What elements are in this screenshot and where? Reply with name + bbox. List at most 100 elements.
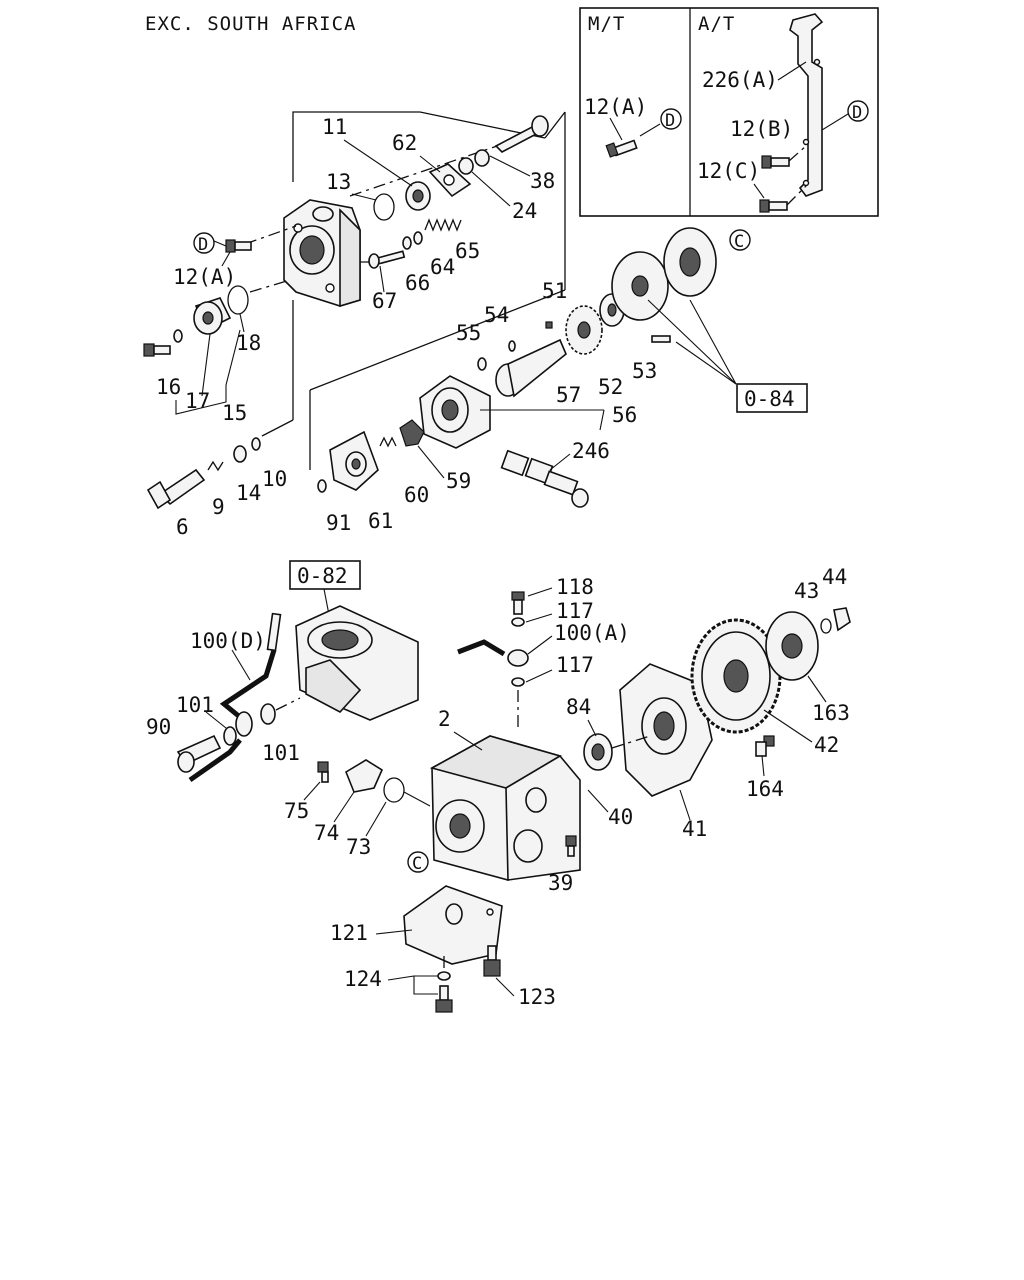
ref-d-upper-text: D: [198, 235, 208, 255]
governor-housing: [283, 199, 361, 308]
inset-frame: [579, 7, 879, 217]
label-246: 246: [572, 439, 610, 463]
ring-64: [413, 231, 423, 245]
inset-at-label: A/T: [698, 13, 735, 35]
spring-60: [379, 436, 397, 448]
refbox-084[interactable]: [736, 383, 808, 413]
at-bolt-c: [753, 183, 807, 213]
label-67: 67: [372, 289, 397, 313]
washer-43: [820, 618, 832, 634]
at-bolt-b: [761, 145, 807, 169]
label-44: 44: [822, 565, 847, 589]
label-12c: 12(C): [697, 159, 760, 183]
at-bracket: [789, 13, 824, 197]
ring-91: [317, 479, 327, 493]
label-15: 15: [222, 401, 247, 425]
nut-44: [833, 607, 851, 632]
label-75: 75: [284, 799, 309, 823]
label-90: 90: [146, 715, 171, 739]
label-65: 65: [455, 239, 480, 263]
label-12a: 12(A): [173, 265, 236, 289]
label-55: 55: [456, 321, 481, 345]
label-226a: 226(A): [702, 68, 778, 92]
label-73: 73: [346, 835, 371, 859]
washer-24: [458, 149, 490, 175]
label-59: 59: [446, 469, 471, 493]
label-118: 118: [556, 575, 594, 599]
fitting-6: [146, 468, 206, 510]
label-84: 84: [566, 695, 591, 719]
flange-41: [619, 663, 713, 797]
label-2: 2: [438, 707, 451, 731]
label-121: 121: [330, 921, 368, 945]
pipe-100d: [188, 612, 282, 783]
inset-mt-label: M/T: [588, 13, 625, 35]
gear-52: [565, 305, 603, 355]
disc-c: [663, 227, 717, 297]
label-13: 13: [326, 170, 351, 194]
label-164: 164: [746, 777, 784, 801]
refbox-082[interactable]: [289, 560, 361, 590]
ref-circle-d-upper: [193, 232, 215, 254]
label-101b: 101: [262, 741, 300, 765]
cover-74: [345, 759, 384, 793]
bracket-121: [403, 885, 503, 965]
ref-d-at-text: D: [852, 103, 862, 123]
axis-12a: [244, 225, 297, 245]
sleeve-246: [500, 449, 589, 508]
ref-circle-c-upper: [729, 229, 751, 251]
bolt-16: [143, 329, 183, 357]
plate-53: [611, 251, 669, 321]
bolt-53: [651, 335, 671, 343]
weight-59: [399, 419, 425, 447]
refbox-084-text: 0-84: [744, 387, 795, 411]
label-117a: 117: [556, 599, 594, 623]
pin-67: [368, 250, 406, 269]
label-54: 54: [484, 303, 509, 327]
label-57: 57: [556, 383, 581, 407]
bolt-12a: [225, 239, 252, 253]
washer-117a: [511, 617, 525, 627]
collar-11: [405, 181, 431, 211]
bolt-39: [565, 835, 577, 857]
label-11: 11: [322, 115, 347, 139]
axis-top: [349, 144, 501, 197]
label-14: 14: [236, 481, 261, 505]
bolt-123: [483, 945, 501, 977]
label-40: 40: [608, 805, 633, 829]
label-51: 51: [542, 279, 567, 303]
holder-56: [419, 375, 491, 449]
ref-circle-d-mt: [660, 108, 682, 130]
ref-d-mt-text: D: [665, 111, 675, 131]
pump-cover-082: [295, 605, 419, 721]
pin-54: [508, 340, 516, 352]
axis-18: [249, 279, 291, 293]
bolt-38: [494, 115, 549, 153]
label-100d: 100(D): [190, 629, 266, 653]
label-66: 66: [405, 271, 430, 295]
label-42: 42: [814, 733, 839, 757]
label-12a-mt: 12(A): [584, 95, 647, 119]
spring-65: [424, 218, 462, 232]
label-52: 52: [598, 375, 623, 399]
mt-bolt: [605, 117, 661, 158]
label-16: 16: [156, 375, 181, 399]
pipe-100a: [457, 639, 529, 667]
label-56: 56: [612, 403, 637, 427]
ref-c-lower-text: C: [412, 854, 422, 874]
label-6: 6: [176, 515, 189, 539]
label-123: 123: [518, 985, 556, 1009]
pump-housing-2: [429, 735, 581, 881]
ref-circle-d-at: [847, 100, 869, 122]
label-12b: 12(B): [730, 117, 793, 141]
spring-9: [207, 460, 224, 472]
label-124: 124: [344, 967, 382, 991]
label-61: 61: [368, 509, 393, 533]
label-62: 62: [392, 131, 417, 155]
bolt-164: [755, 735, 775, 757]
key-55: [477, 357, 487, 371]
label-163: 163: [812, 701, 850, 725]
ref-c-upper-text: C: [734, 232, 744, 252]
oring-73: [383, 777, 405, 803]
